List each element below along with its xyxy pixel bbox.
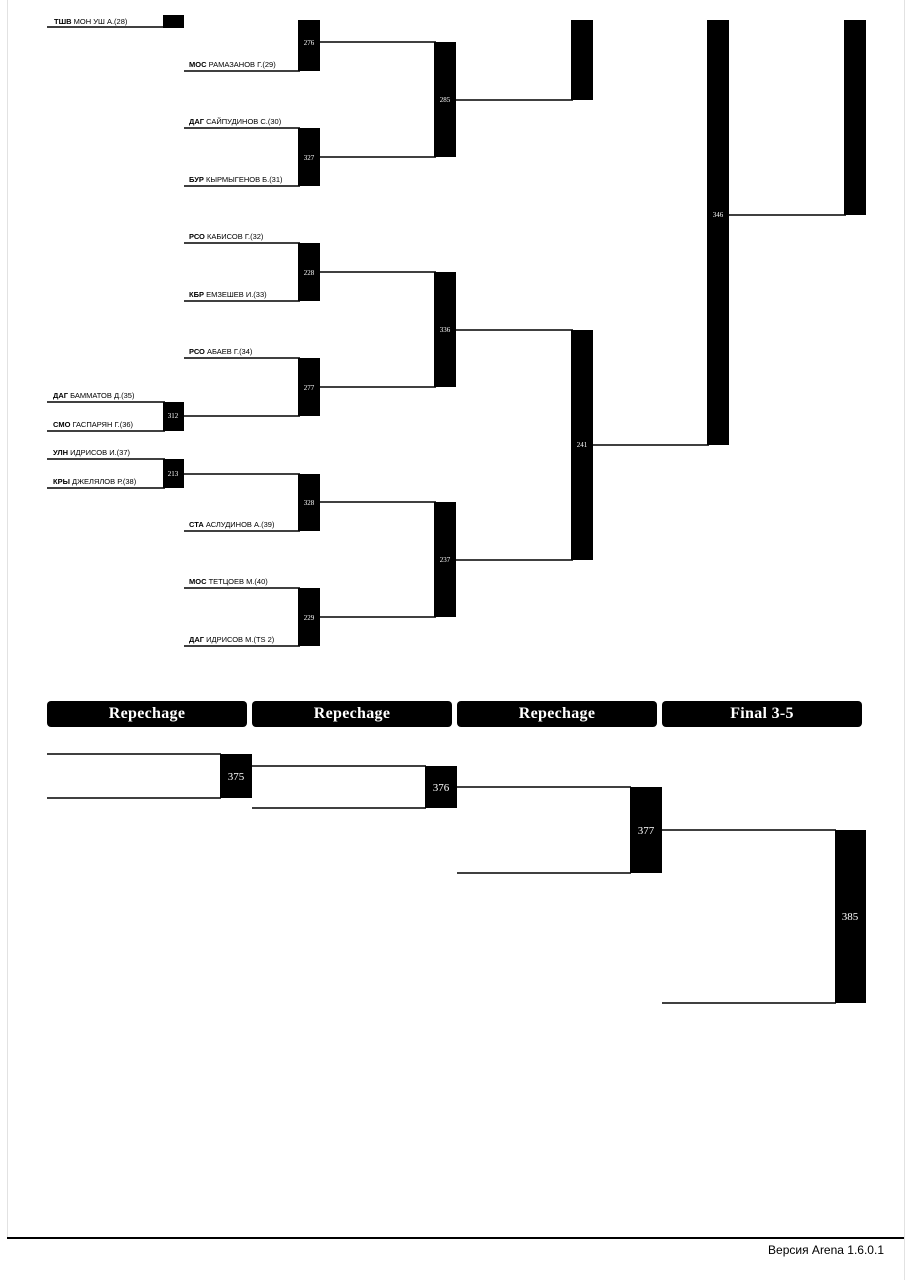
participant-28: ТШВ МОН УШ А.(28) [54,17,128,26]
bout-box-229 [298,588,320,646]
bout-box-346 [707,20,729,445]
participant-ts2: ДАГ ИДРИСОВ М.(TS 2) [189,635,275,644]
repechage-lines [47,753,836,1004]
participant-31: БУР КЫРМЫГЕНОВ Б.(31) [189,175,283,184]
bout-box-377 [630,787,662,873]
bout-box-285 [434,42,456,157]
bout-box-336 [434,272,456,387]
bout-number-276: 276 [304,39,315,47]
participant-37: УЛН ИДРИСОВ И.(37) [53,448,131,457]
participant-35: ДАГ БАММАТОВ Д.(35) [53,391,135,400]
participant-39: СТА АСЛУДИНОВ А.(39) [189,520,275,529]
repechage-header-2: Repechage [252,701,452,727]
bout-number-375: 375 [228,771,245,783]
bout-box-385 [835,830,866,1003]
bout-number-385: 385 [842,911,859,923]
page-border [904,0,905,1280]
bout-number-377: 377 [638,825,655,837]
bout-box-312 [163,402,184,431]
page-border [7,0,8,1238]
participant-30: ДАГ САЙПУДИНОВ С.(30) [189,117,282,126]
bout-number-228: 228 [304,269,315,277]
bout-number-285: 285 [440,96,451,104]
repechage-header-3: Repechage [457,701,657,727]
participant-32: РСО КАБИСОВ Г.(32) [189,232,264,241]
version-label: Версия Arena 1.6.0.1 [768,1243,884,1257]
bout-box-top [571,20,593,100]
bout-box-276 [298,20,320,71]
main-bracket: ТШВ МОН УШ А.(28) МОС РАМАЗАНОВ Г.(29) Д… [47,15,866,1004]
final-header: Final 3-5 [662,701,862,727]
bout-box-241 [571,330,593,560]
participant-list: ТШВ МОН УШ А.(28) МОС РАМАЗАНОВ Г.(29) Д… [53,17,283,644]
bout-number-229: 229 [304,614,315,622]
footer-divider [7,1237,904,1239]
bout-number-327: 327 [304,154,315,162]
participant-34: РСО АБАЕВ Г.(34) [189,347,253,356]
bout-number-328: 328 [304,499,315,507]
bout-number-277: 277 [304,384,315,392]
bout-number-346: 346 [713,211,724,219]
repechage-boxes [220,754,866,1003]
bout-box-237 [434,502,456,617]
bout-box-375 [220,754,252,798]
bout-number-376: 376 [433,782,450,794]
bout-number-241: 241 [577,441,588,449]
bout-box-final [844,20,866,215]
participant-36: СМО ГАСПАРЯН Г.(36) [53,420,134,429]
bracket-lines [47,26,846,647]
bout-number-213: 213 [168,470,179,478]
bout-box-328 [298,474,320,531]
participant-38: КРЫ ДЖЕЛЯЛОВ Р.(38) [53,477,137,486]
participant-40: МОС ТЕТЦОЕВ М.(40) [189,577,268,586]
bout-number-336: 336 [440,326,451,334]
bout-number-237: 237 [440,556,451,564]
repechage-header-1: Repechage [47,701,247,727]
bout-box [163,15,184,28]
participant-33: КБР ЕМЗЕШЕВ И.(33) [189,290,267,299]
bout-boxes [163,15,866,646]
bout-box-213 [163,459,184,488]
bout-box-228 [298,243,320,301]
participant-29: МОС РАМАЗАНОВ Г.(29) [189,60,276,69]
bout-box-376 [425,766,457,808]
bout-number-312: 312 [168,412,179,420]
bout-box-277 [298,358,320,416]
bout-box-327 [298,128,320,186]
